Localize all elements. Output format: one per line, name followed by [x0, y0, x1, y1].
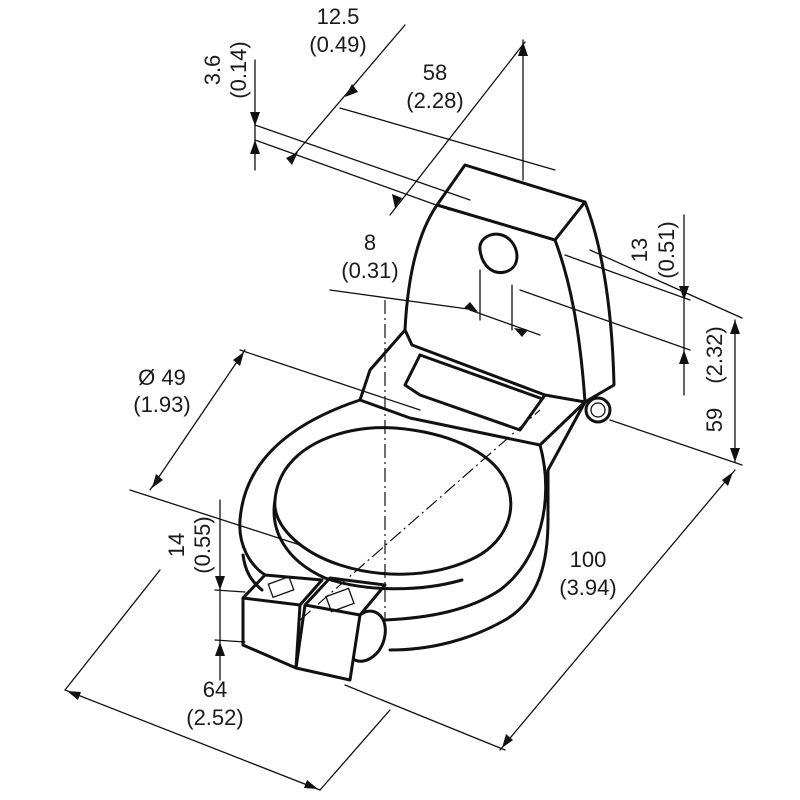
dim-59-mm: 59 [702, 408, 727, 432]
dimension-labels: 12.5 (0.49) 3.6 (0.14) 58 (2.28) 8 (0.31… [133, 4, 727, 730]
clamp-left-nut [267, 575, 295, 599]
dim-3-6-mm: 3.6 [200, 55, 225, 86]
arrow-14-top [215, 576, 225, 590]
dim-dia-49-line [149, 349, 246, 491]
dim-58-diag [389, 41, 526, 216]
dim-13-mm: 13 [627, 238, 652, 262]
bracket-part [238, 163, 616, 682]
dim-64-ext2 [319, 709, 391, 791]
dim-12-5-mm: 12.5 [317, 4, 360, 29]
clamp-right-nut [325, 587, 355, 613]
arrow-3-6-top [250, 112, 260, 126]
dim-14-inch: (0.55) [190, 516, 215, 573]
arrow-100-top [722, 472, 733, 486]
dim-12-5-ext [254, 124, 471, 201]
dim-dia-49-ext2 [129, 489, 301, 546]
pocket [403, 353, 547, 432]
dim-100-mm: 100 [570, 547, 607, 572]
dim-12-5-inch: (0.49) [309, 32, 366, 57]
arrow-59-top [730, 320, 740, 334]
dimension-lines [64, 24, 743, 791]
dim-8-inch: (0.31) [341, 258, 398, 283]
slot-hole [478, 232, 519, 275]
dim-100-inch: (3.94) [559, 575, 616, 600]
arrowheads [67, 42, 740, 789]
dim-8-leader [329, 289, 476, 311]
dim-dia-49-mm: Ø 49 [138, 365, 186, 390]
arrow-100-bottom [502, 734, 513, 748]
dim-dia-49-inch: (1.93) [133, 392, 190, 417]
dim-13-inch: (0.51) [654, 221, 679, 278]
arrow-12-5-top [345, 84, 358, 97]
center-lines [299, 300, 541, 621]
dim-64-mm: 64 [203, 677, 227, 702]
arrow-58-top [518, 42, 528, 56]
ring-bore [273, 426, 513, 576]
arrow-13-bottom [679, 350, 689, 364]
arrow-8-left [464, 302, 478, 312]
dim-dia-49-ext1 [239, 349, 421, 411]
ring-lower-edge [241, 400, 587, 652]
dim-3-6-inch: (0.14) [226, 41, 251, 98]
clamp-screw-head [353, 609, 387, 663]
arrow-12-5-bottom [286, 152, 298, 165]
dim-8-dimline [469, 309, 541, 336]
dim-58-mm: 58 [423, 60, 447, 85]
dim-58-line [339, 107, 556, 171]
upright-top-face [435, 163, 587, 242]
arrow-58-left [392, 194, 402, 208]
arrow-59-bottom [730, 448, 740, 462]
clamp-block-left [241, 573, 324, 670]
dim-58-inch: (2.28) [406, 88, 463, 113]
arrow-14-bottom [215, 642, 225, 656]
dim-59-ext2 [609, 419, 743, 466]
dim-64-inch: (2.52) [186, 705, 243, 730]
dim-14-ext2 [214, 639, 246, 643]
arrow-dia-49-top [233, 352, 244, 366]
ring-bore-inner-edge [272, 498, 464, 591]
dim-59-ext [589, 249, 743, 319]
center-line-diagonal [299, 409, 541, 621]
dim-100-ext [344, 684, 506, 751]
arrow-64-right [304, 780, 318, 789]
dim-14-ext1 [214, 589, 246, 593]
dim-8-mm: 8 [364, 230, 376, 255]
arrow-64-left [67, 691, 81, 700]
dim-59-inch: (2.32) [702, 326, 727, 383]
dim-12-5-ext2 [254, 139, 451, 211]
arrow-13-top [679, 286, 689, 300]
arrow-dia-49-bottom [152, 474, 163, 488]
arrow-3-6-bottom [250, 140, 260, 154]
dim-64-line [64, 689, 321, 791]
ring-outer [238, 398, 548, 622]
side-screw-hole-inner [590, 402, 606, 418]
dim-13-ext [564, 254, 691, 301]
upright-side-face [583, 200, 616, 404]
side-screw-hole [584, 396, 612, 424]
dim-13-ext2 [519, 289, 691, 351]
dim-100-line [499, 469, 736, 751]
arrow-8-right [514, 328, 528, 337]
dim-64-ext1 [64, 569, 161, 691]
dim-14-mm: 14 [164, 533, 189, 557]
